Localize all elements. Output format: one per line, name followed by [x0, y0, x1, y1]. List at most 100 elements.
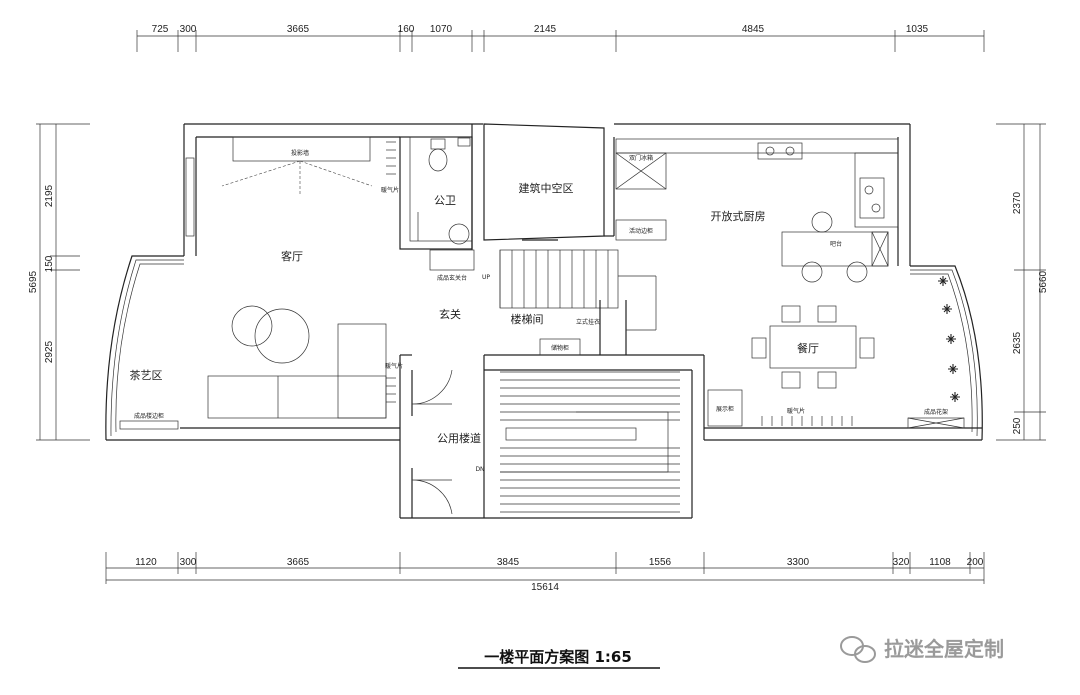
dim-right-2: 2635 [1012, 331, 1023, 354]
room-label-dining: 餐厅 [797, 341, 819, 355]
kitchen-counter-top [615, 138, 899, 154]
radiator-c [761, 416, 853, 426]
hanger-label: 立式挂衣 [576, 318, 600, 326]
display-cabinet-label: 展示柜 [716, 405, 734, 413]
interior-walls [399, 123, 657, 518]
dim-bottom-9: 200 [967, 557, 984, 568]
living-room: 投影墙 暖气片 暖气片 成品楼边柜 [119, 136, 403, 430]
tv-wall [232, 136, 371, 162]
dining-chair-5 [751, 337, 767, 359]
basin-icon [448, 223, 470, 245]
public-staircase: DN [475, 371, 680, 513]
dim-bottom-1: 1120 [135, 557, 157, 568]
dining-chair-3 [781, 371, 801, 389]
shoe-cabinet-label: 成品玄关台 [437, 274, 467, 282]
stair-up-label: UP [482, 274, 490, 281]
fridge [615, 152, 667, 190]
radiator-a [386, 141, 396, 175]
watermark: 拉迷全屋定制 [840, 636, 1004, 663]
dining-chair-6 [859, 337, 875, 359]
entry-door-lower [411, 479, 453, 515]
shoe-cabinet [429, 249, 475, 271]
inner-staircase: 储物柜 立式挂衣 [499, 239, 609, 356]
dim-top-2: 300 [180, 24, 197, 35]
stair-arrow-path [500, 411, 669, 473]
dim-bottom-5: 1556 [649, 557, 672, 568]
plan-title: 一楼平面方案图 1:65 [458, 648, 660, 669]
kitchen-side-counter [854, 152, 899, 228]
room-label-living: 客厅 [281, 249, 303, 263]
dim-top-6: 2145 [534, 24, 557, 35]
dim-right-total: 5660 [1038, 270, 1049, 293]
dim-right-1: 2370 [1012, 191, 1023, 214]
dim-bottom-7: 320 [893, 557, 910, 568]
room-label-entry: 玄关 [439, 307, 461, 321]
dining-chair-1 [781, 305, 801, 323]
dim-bottom-4: 3845 [497, 557, 520, 568]
room-label-tea: 茶艺区 [130, 369, 163, 382]
entry-door-upper [411, 369, 453, 405]
stair-down-label: DN [475, 466, 484, 473]
plant-stand-label: 成品花架 [924, 408, 948, 416]
dining-chair-4 [817, 371, 837, 389]
dim-top-3: 3665 [287, 24, 310, 35]
stair-landing-rail [505, 427, 637, 441]
storage-label: 储物柜 [551, 344, 569, 352]
sofa [207, 375, 387, 419]
dim-bottom-6: 3300 [787, 557, 810, 568]
bar-label: 吧台 [830, 240, 842, 248]
radiator-b [386, 377, 396, 403]
top-dimension-line: 725 300 3665 160 1070 2145 4845 1035 [136, 24, 985, 52]
move-cabinet [615, 219, 667, 241]
bottom-dimension-line: 1120 300 3665 3845 1556 3300 320 1108 20… [105, 552, 985, 593]
dim-bottom-8: 1108 [929, 557, 951, 568]
right-dimension-line: 2370 2635 250 5660 [996, 123, 1049, 441]
wechat-icon [840, 636, 876, 663]
sink-icon [859, 177, 885, 219]
entry-area: 成品玄关台 UP [411, 249, 490, 515]
bar-stool-1 [811, 211, 833, 233]
bathroom-fixtures [417, 137, 471, 245]
dim-top-7: 4845 [742, 24, 765, 35]
dim-bottom-3: 3665 [287, 557, 310, 568]
sofa-chaise [337, 323, 387, 419]
coffee-table-large [254, 308, 310, 364]
tea-cabinet-label: 成品楼边柜 [134, 412, 164, 420]
plan-title-text: 一楼平面方案图 1:65 [484, 648, 632, 666]
toilet-icon [428, 148, 448, 172]
room-label-stair-room: 楼梯间 [511, 312, 544, 326]
room-labels: 客厅 茶艺区 公卫 建筑中空区 开放式厨房 玄关 楼梯间 餐厅 公用楼道 [130, 181, 820, 445]
dim-top-1: 725 [152, 24, 169, 35]
watermark-text: 拉迷全屋定制 [884, 637, 1004, 661]
plant-icons [938, 276, 960, 402]
dining-table [769, 325, 857, 369]
dim-top-5: 1070 [430, 24, 453, 35]
dim-bottom-total: 15614 [531, 582, 559, 593]
kitchen: 双门冰箱 吧台 活动边柜 [615, 138, 899, 283]
dim-top-8: 1035 [906, 24, 929, 35]
tv-wall-label: 投影墙 [291, 149, 309, 157]
room-label-corridor: 公用楼道 [437, 431, 481, 445]
move-cabinet-label: 活动边柜 [629, 227, 653, 235]
dim-left-total: 5695 [28, 270, 39, 293]
fridge-label: 双门冰箱 [629, 154, 653, 162]
dim-top-4: 160 [398, 24, 415, 35]
room-label-void: 建筑中空区 [519, 181, 574, 195]
cooktop-icon [757, 142, 803, 160]
projector-cone [221, 160, 373, 196]
toilet-tank [430, 138, 446, 150]
room-label-kitchen: 开放式厨房 [711, 209, 766, 223]
tea-cabinet [119, 420, 179, 430]
coffee-table-small [231, 305, 273, 347]
dim-left-2: 150 [44, 255, 55, 272]
storage-box [539, 338, 581, 356]
dining-room: 展示柜 暖气片 成品花架 [707, 276, 965, 429]
dim-left-1: 2195 [44, 184, 55, 207]
bar-stool-2 [801, 261, 823, 283]
radiator-a-label: 暖气片 [381, 186, 399, 194]
plant-stand [907, 417, 965, 429]
radiator-b-label: 暖气片 [385, 362, 403, 370]
room-label-bath: 公卫 [434, 194, 456, 207]
radiator-c-label: 暖气片 [787, 407, 805, 415]
